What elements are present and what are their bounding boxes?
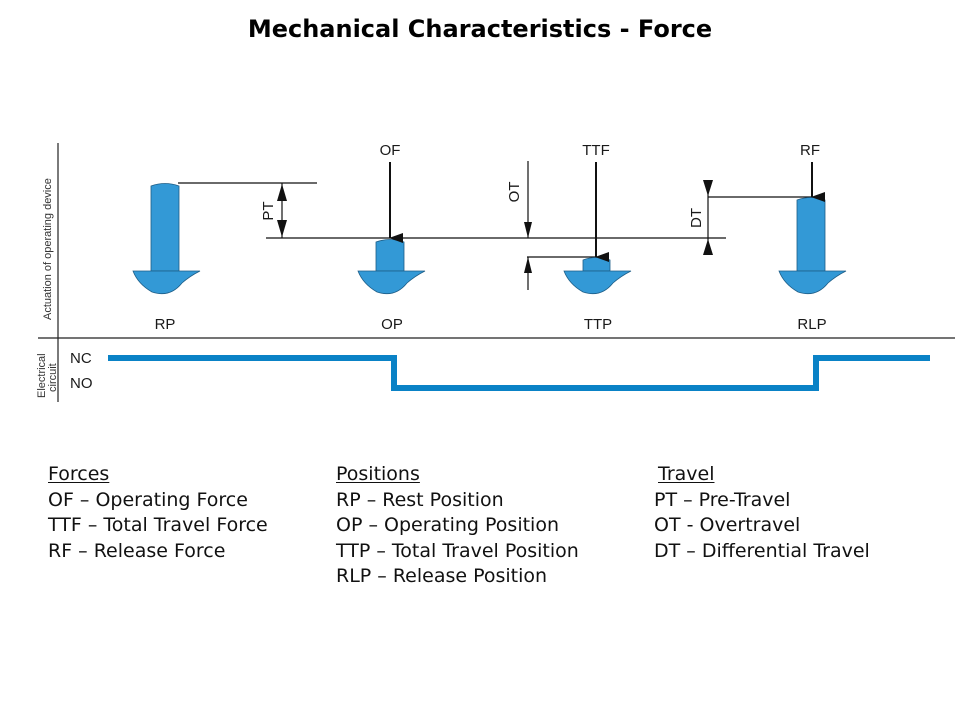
- circuit-label-nc: NC: [70, 350, 92, 367]
- force-label-ttf: TTF: [582, 142, 610, 159]
- force-label-of: OF: [380, 142, 401, 159]
- travel-label-pt: PT: [260, 201, 277, 220]
- page-title: Mechanical Characteristics - Force: [247, 15, 713, 43]
- legend-forces: Forces OF – Operating Force TTF – Total …: [48, 462, 268, 564]
- force-label-rf: RF: [800, 142, 820, 159]
- legend-item: RF – Release Force: [48, 539, 226, 562]
- plunger-ttp: [563, 257, 632, 295]
- circuit-label-no: NO: [70, 375, 93, 392]
- legend-item: OP – Operating Position: [336, 514, 559, 536]
- electrical-axis-label-1: Electrical: [36, 353, 48, 398]
- position-label-ttp: TTP: [584, 316, 612, 333]
- legend-positions: Positions RP – Rest Position OP – Operat…: [336, 462, 579, 590]
- pt-dimension-icon: [277, 183, 287, 238]
- position-label-rlp: RLP: [797, 316, 826, 333]
- position-label-rp: RP: [155, 316, 176, 333]
- legend-item: OF – Operating Force: [48, 488, 248, 511]
- plunger-rp: [132, 183, 201, 295]
- legend-item: OT - Overtravel: [654, 514, 801, 536]
- legend-item: PT – Pre-Travel: [654, 488, 791, 511]
- legend-travel: Travel PT – Pre-Travel OT - Overtravel D…: [654, 462, 870, 564]
- position-label-op: OP: [381, 316, 403, 333]
- legend-travel-header: Travel: [658, 463, 715, 485]
- legend-forces-header: Forces: [48, 463, 110, 485]
- legend-item: DT – Differential Travel: [654, 539, 870, 562]
- legend-item: RLP – Release Position: [336, 565, 548, 587]
- legend-item: TTF – Total Travel Force: [48, 514, 268, 536]
- dt-dimension-icon: [703, 180, 713, 255]
- legend-positions-header: Positions: [336, 463, 420, 485]
- electrical-axis-label-2: circuit: [47, 363, 59, 392]
- travel-label-ot: OT: [506, 182, 523, 203]
- legend-item: RP – Rest Position: [336, 488, 504, 511]
- actuation-axis-label: Actuation of operating device: [42, 178, 54, 320]
- plunger-rlp: [778, 197, 847, 295]
- circuit-state-line: [108, 355, 930, 391]
- legend-item: TTP – Total Travel Position: [336, 539, 579, 562]
- travel-label-dt: DT: [688, 208, 705, 228]
- plunger-op: [357, 239, 426, 295]
- ot-dimension-icon: [524, 161, 532, 290]
